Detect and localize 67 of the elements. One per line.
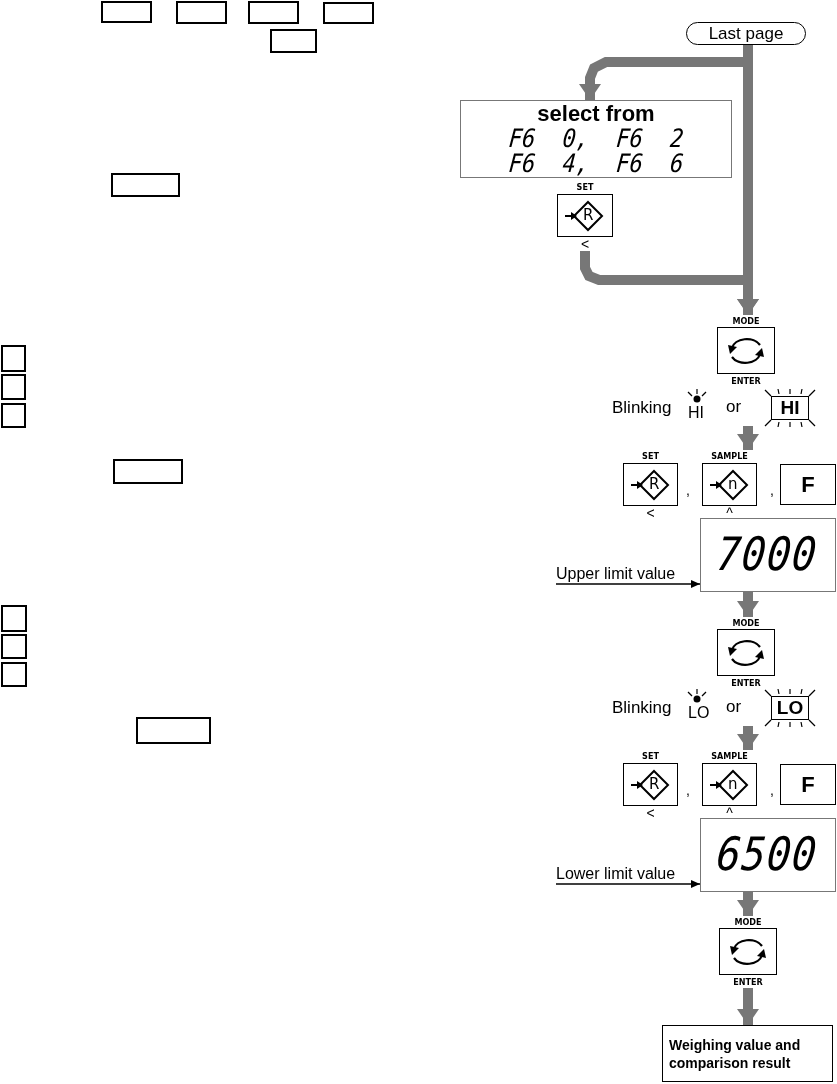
f-key-button: F <box>780 464 836 505</box>
comma-separator: , <box>770 482 774 498</box>
cursor-mark: ^ <box>725 507 734 519</box>
empty-key-box <box>270 29 317 53</box>
key-label: SAMPLE <box>710 750 749 761</box>
empty-key-box <box>113 459 183 484</box>
callout-label: Upper limit value <box>556 564 696 584</box>
flow-arrow <box>737 426 759 450</box>
display-reading: 6500 <box>714 827 820 881</box>
key-label: MODE <box>733 916 763 927</box>
display-panel <box>700 818 836 892</box>
flow-arrow <box>737 892 759 916</box>
display-reading: F6 0, F6 2 <box>507 124 685 153</box>
key-symbol: n <box>728 776 738 792</box>
empty-key-box <box>176 1 227 24</box>
comma-separator: , <box>686 782 690 798</box>
display-heading: select from <box>537 102 655 126</box>
empty-key-box <box>101 1 152 23</box>
start-terminal: Last page <box>686 22 806 45</box>
result-box: Weighing value and comparison result <box>662 1025 833 1082</box>
or-label: or <box>726 397 742 417</box>
key-label: ENTER <box>732 976 764 987</box>
display-panel <box>700 518 836 592</box>
empty-key-box <box>111 173 180 197</box>
blinking-label: Blinking <box>612 698 672 718</box>
blinking-label: Blinking <box>612 398 672 418</box>
key-symbol: R <box>583 207 594 223</box>
display-reading: 7000 <box>714 527 820 581</box>
flow-arrow <box>737 726 759 750</box>
key-label: SET <box>641 450 660 461</box>
leader-line <box>555 880 701 888</box>
empty-key-box <box>1 345 26 372</box>
or-label: or <box>726 697 742 717</box>
key-label: ENTER <box>730 375 762 386</box>
empty-key-box <box>1 662 27 687</box>
key-symbol: n <box>728 476 738 492</box>
indicator-box: HI <box>771 396 809 420</box>
cursor-mark: ^ <box>725 807 734 819</box>
key-symbol: R <box>649 476 660 492</box>
key-label: MODE <box>731 617 761 628</box>
empty-key-box <box>1 605 27 632</box>
flow-arrow <box>737 592 759 617</box>
key-label: SAMPLE <box>710 450 749 461</box>
comma-separator: , <box>770 782 774 798</box>
display-panel <box>460 100 732 178</box>
empty-key-box <box>136 717 211 744</box>
empty-key-box <box>1 374 26 400</box>
key-symbol: R <box>649 776 660 792</box>
empty-key-box <box>248 1 299 24</box>
callout-label: Lower limit value <box>556 864 696 884</box>
key-label: SET <box>575 181 595 192</box>
cursor-mark: < <box>645 507 656 519</box>
empty-key-box <box>1 403 26 428</box>
empty-key-box <box>323 2 374 24</box>
indicator-text: HI <box>688 405 704 421</box>
empty-key-box <box>1 634 27 659</box>
indicator-box: LO <box>771 696 809 720</box>
cursor-mark: < <box>579 238 591 250</box>
key-label: ENTER <box>730 677 762 688</box>
indicator-text: LO <box>688 705 710 721</box>
flow-arrow <box>737 988 759 1025</box>
f-key-button: F <box>780 764 836 805</box>
cursor-mark: < <box>645 807 656 819</box>
comma-separator: , <box>686 482 690 498</box>
key-label: SET <box>641 750 660 761</box>
key-label: MODE <box>731 315 761 326</box>
leader-line <box>555 580 701 588</box>
